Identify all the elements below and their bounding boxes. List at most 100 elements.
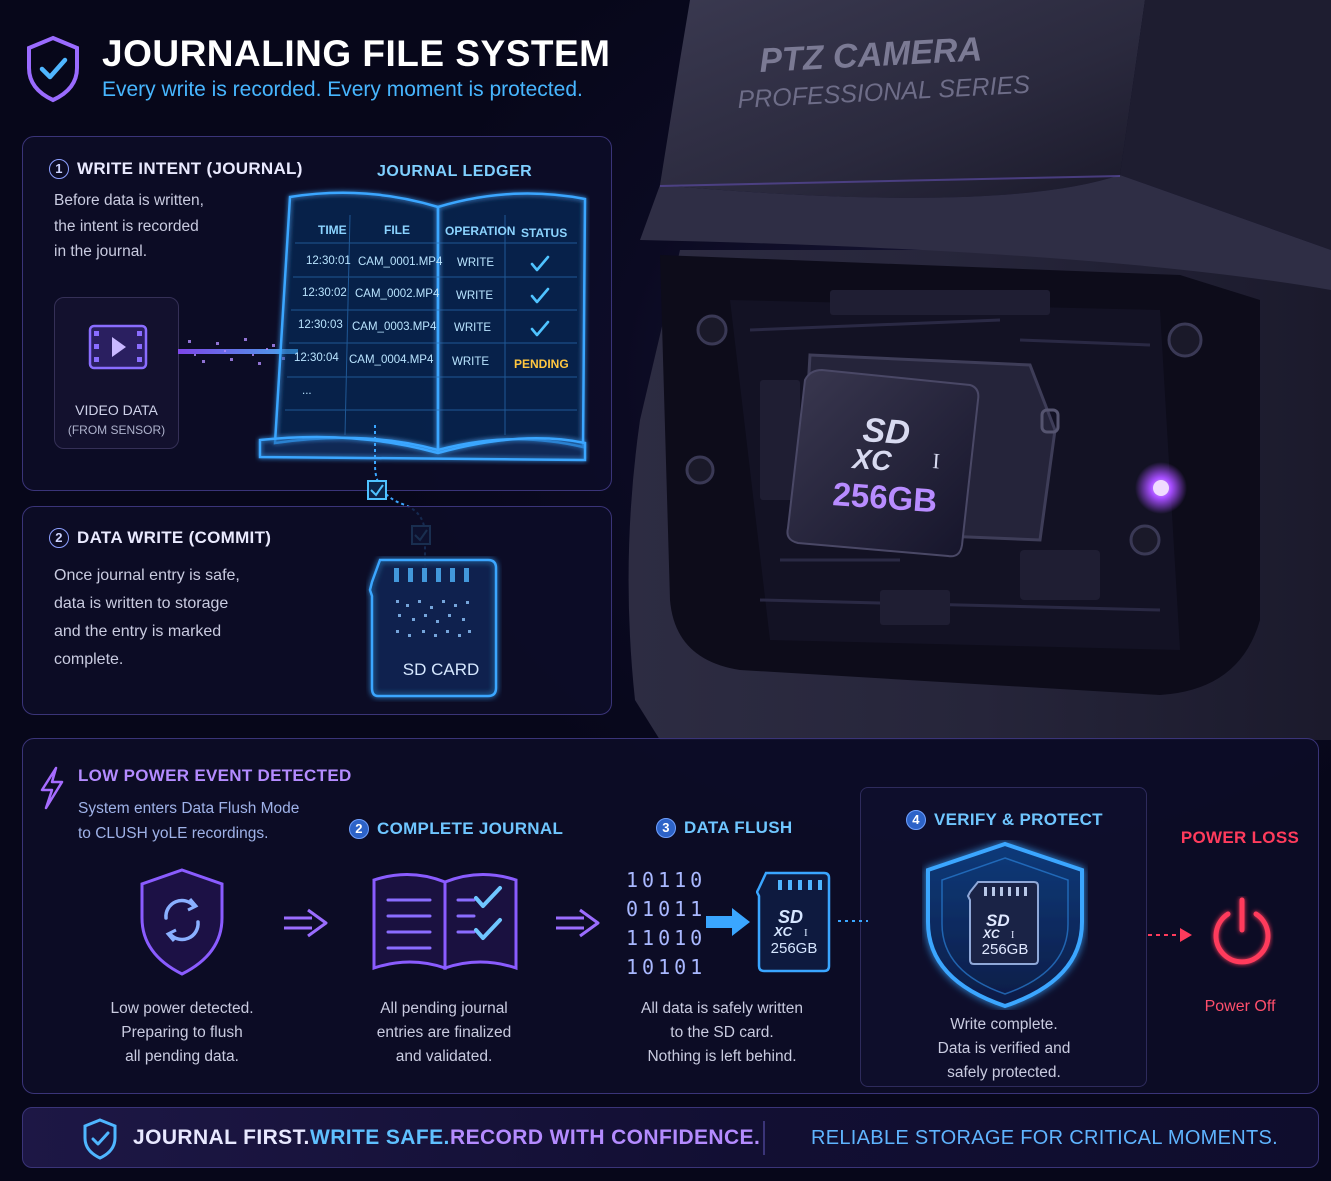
shield-check-icon: [83, 1118, 117, 1160]
stage2-line: All pending journal: [380, 1000, 508, 1017]
footer-journal-first: JOURNAL FIRST.: [133, 1126, 310, 1149]
card-capacity: 256GB: [832, 475, 939, 519]
stage2-line: and validated.: [395, 1048, 493, 1065]
card-logo-roman: I: [932, 448, 941, 473]
check-icon: [530, 287, 550, 304]
ledger-header-status: STATUS: [521, 226, 568, 240]
binary-row: 01011: [626, 897, 707, 921]
stage2-heading: 2 COMPLETE JOURNAL: [349, 819, 563, 839]
stage2-title: COMPLETE JOURNAL: [377, 819, 564, 838]
low-power-line: System enters Data Flush Mode: [78, 800, 300, 817]
dashed-arrow-icon: [1148, 928, 1192, 942]
power-off-label: Power Off: [1204, 998, 1276, 1015]
stage4-heading: 4 VERIFY & PROTECT: [906, 810, 1103, 830]
footer-write-safe: WRITE SAFE.: [310, 1126, 450, 1149]
journal-ledger-title: JOURNAL LEDGER: [377, 163, 533, 180]
ptz-camera-illustration: SD XC I 256GB PTZ CAMERA PROFESSIONAL SE…: [628, 0, 1331, 740]
svg-text:SD: SD: [986, 911, 1010, 930]
svg-text:I: I: [804, 927, 808, 939]
ledger-check-icons: [530, 255, 550, 337]
ledger-row-time: 12:30:02: [302, 287, 347, 299]
ledger-row-time: 12:30:04: [294, 352, 339, 364]
step2-panel: [22, 506, 612, 715]
video-data-label: VIDEO DATA: [75, 402, 158, 418]
step2-number: 2: [49, 528, 69, 548]
step1-line: the intent is recorded: [54, 217, 199, 235]
step1-description: Before data is written, the intent is re…: [54, 188, 254, 265]
video-data-box: [54, 297, 179, 449]
step2-line: and the entry is marked: [54, 623, 222, 640]
stage3-description: All data is safely written to the SD car…: [612, 997, 832, 1069]
step2-heading: 2 DATA WRITE (COMMIT): [49, 528, 271, 548]
check-icon: [530, 255, 550, 272]
dotted-connector: [838, 920, 868, 922]
check-icon: [530, 320, 550, 337]
stage1-line: all pending data.: [125, 1048, 239, 1065]
card-logo-top: SD: [861, 411, 911, 452]
footer-banner: [22, 1107, 1319, 1168]
low-power-line: to СLUSH yoLE recordings.: [78, 825, 269, 842]
journal-ledger-book: [258, 191, 587, 462]
check-box-icon: [367, 480, 387, 500]
page-title: JOURNALING FILE SYSTEM: [102, 33, 611, 74]
lightning-icon: [40, 766, 64, 810]
footer-tagline: RELIABLE STORAGE FOR CRITICAL MOMENTS.: [811, 1127, 1279, 1149]
ledger-row-file: CAM_0004.MP4: [349, 354, 434, 366]
step2-title: DATA WRITE (COMMIT): [77, 528, 272, 547]
stage4-line: Data is verified and: [937, 1040, 1071, 1057]
video-data-sublabel: (FROM SENSOR): [67, 423, 166, 437]
power-icon: [1213, 897, 1271, 965]
step2-line: complete.: [54, 651, 124, 668]
stage3-title: DATA FLUSH: [684, 818, 793, 837]
binary-row: 10110: [626, 868, 707, 892]
step2-description: Once journal entry is safe, data is writ…: [54, 562, 264, 674]
step2-line: Once journal entry is safe,: [54, 567, 240, 584]
stage4-title: VERIFY & PROTECT: [934, 810, 1103, 829]
power-loss-title: POWER LOSS: [1180, 828, 1300, 847]
stage4-description: Write complete. Data is verified and saf…: [894, 1013, 1114, 1085]
video-film-icon: [88, 324, 148, 370]
stage4-line: safely protected.: [947, 1064, 1061, 1081]
mini-card-capacity: 256GB: [770, 940, 818, 957]
footer-divider: [763, 1121, 765, 1155]
stage1-line: Preparing to flush: [121, 1024, 243, 1041]
ledger-row-op: WRITE: [452, 356, 490, 368]
ledger-row-file: CAM_0001.MP4: [358, 256, 443, 268]
sd-card-label: SD CARD: [402, 660, 480, 679]
stage2-line: entries are finalized: [376, 1024, 512, 1041]
svg-text:SD: SD: [778, 907, 803, 927]
step1-line: Before data is written,: [54, 192, 204, 209]
journal-ledger-table: TIME FILE OPERATION STATUS 12:30:01 CAM_…: [290, 220, 580, 420]
ledger-header-time: TIME: [318, 223, 347, 237]
ledger-row-file: CAM_0003.MP4: [352, 321, 437, 333]
stage3-line: All data is safely written: [641, 1000, 803, 1017]
shield-card-capacity: 256GB: [981, 941, 1029, 958]
journal-book-check-icon: [372, 872, 518, 971]
ledger-row-time: 12:30:03: [298, 319, 343, 331]
ledger-row-op: WRITE: [456, 290, 494, 302]
page-subtitle: Every write is recorded. Every moment is…: [102, 78, 583, 101]
stage2-number: 2: [349, 819, 369, 839]
sd-card-icon: [368, 558, 498, 698]
stage1-description: Low power detected. Preparing to flush a…: [82, 997, 282, 1069]
ledger-row-op: WRITE: [454, 322, 492, 334]
stage4-number: 4: [906, 810, 926, 830]
stage2-description: All pending journal entries are finalize…: [344, 997, 544, 1069]
ledger-header-file: FILE: [384, 223, 410, 237]
ledger-row-time: 12:30:01: [306, 255, 351, 267]
ledger-ellipsis: ...: [302, 385, 312, 397]
step1-title: WRITE INTENT (JOURNAL): [77, 159, 303, 178]
arrow-right-icon: [556, 908, 600, 938]
step2-line: data is written to storage: [54, 595, 229, 612]
step1-line: in the journal.: [54, 243, 148, 260]
arrow-right-icon: [284, 908, 328, 938]
binary-row: 10101: [626, 955, 707, 979]
ledger-status-pending: PENDING: [514, 357, 569, 371]
shield-check-icon: [27, 35, 79, 103]
ledger-header-operation: OPERATION: [445, 224, 516, 238]
mini-sd-card-icon: SD XC I: [756, 871, 831, 973]
arrow-right-icon: [706, 908, 750, 936]
binary-row: 11010: [626, 926, 707, 950]
